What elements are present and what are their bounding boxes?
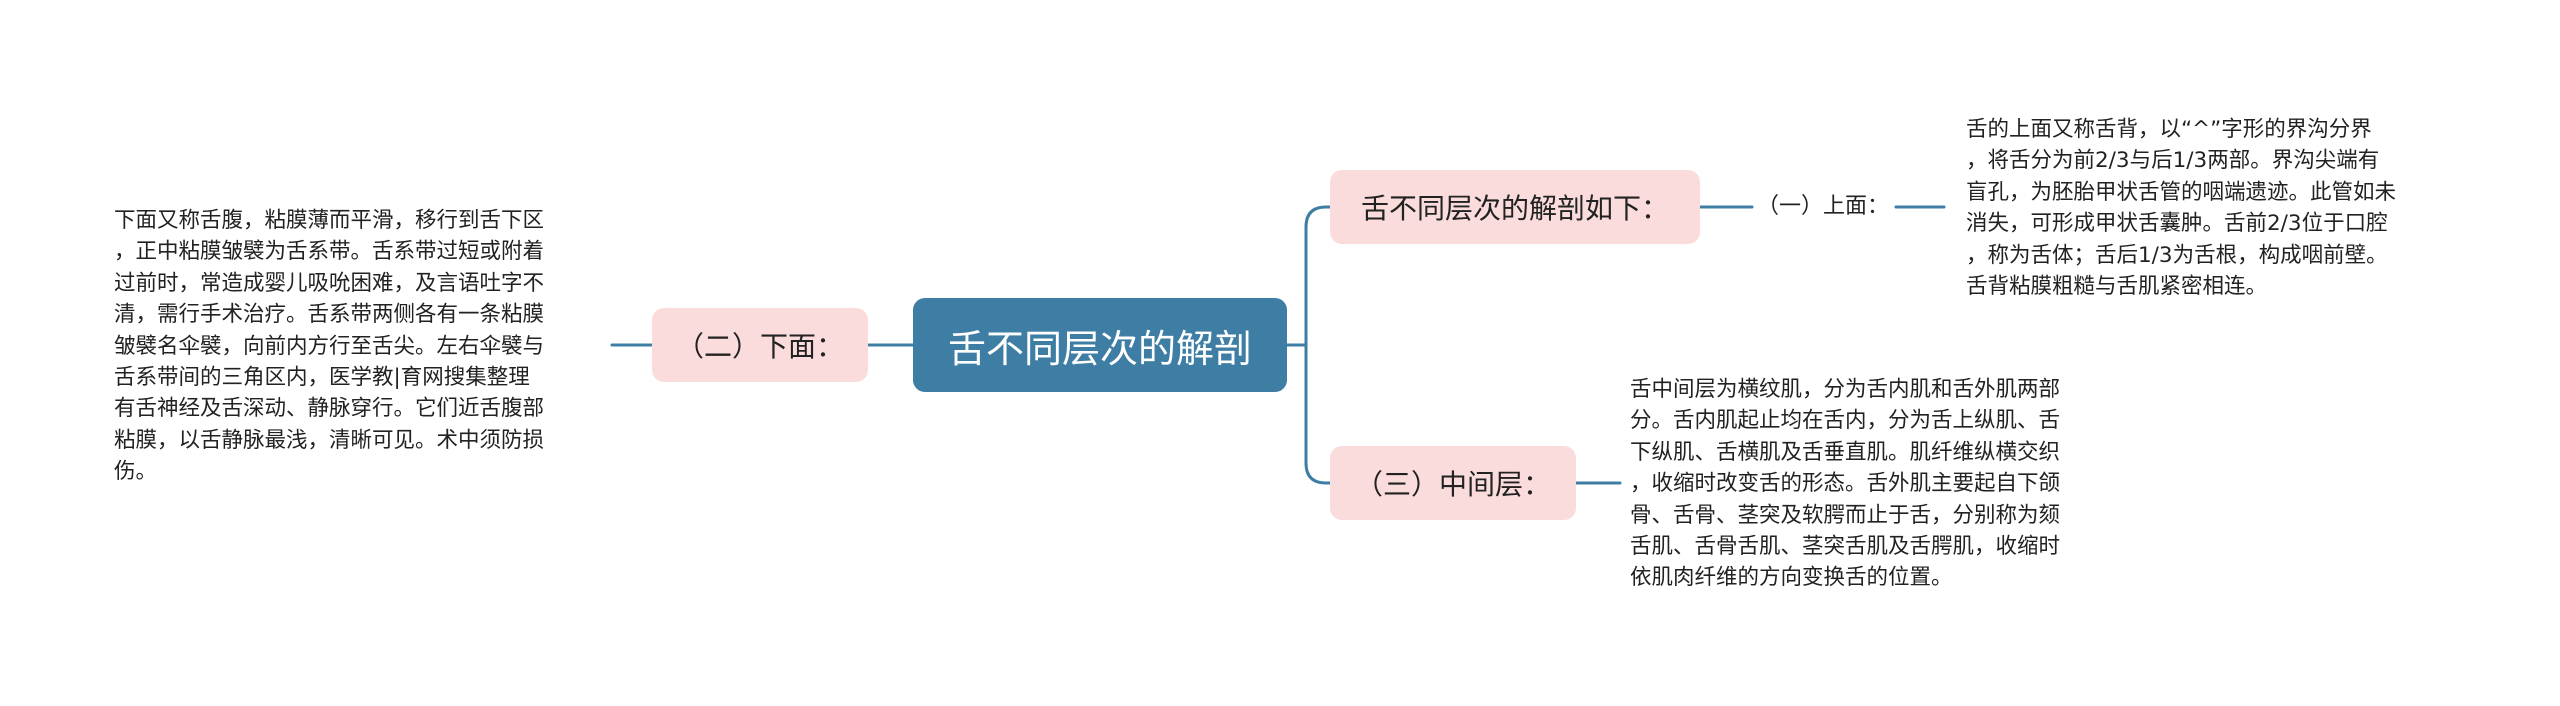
connector-root-mid — [1285, 343, 1332, 485]
root-label: 舌不同层次的解剖 — [947, 326, 1252, 371]
connector-root-top — [1285, 205, 1332, 347]
lower-surface-text: 下面又称舌腹，粘膜薄而平滑，移行到舌下区 ，正中粘膜皱襞为舌系带。舌系带过短或附… — [114, 208, 545, 485]
branch-node-anatomy-layers[interactable]: 舌不同层次的解剖如下： — [1330, 170, 1700, 244]
branch-node-lower-surface[interactable]: （二）下面： — [652, 308, 868, 382]
middle-layer-text: 舌中间层为横纹肌，分为舌内肌和舌外肌两部 分。舌内肌起止均在舌内，分为舌上纵肌、… — [1630, 377, 2061, 591]
upper-surface-text: 舌的上面又称舌背，以“^”字形的界沟分界 ，将舌分为前2/3与后1/3两部。界沟… — [1966, 117, 2397, 300]
branch-node-middle-layer[interactable]: （三）中间层： — [1330, 446, 1576, 520]
branch-label: （三）中间层： — [1354, 468, 1551, 501]
subnode-upper-surface[interactable]: （一）上面： — [1752, 191, 1894, 223]
root-node[interactable]: 舌不同层次的解剖 — [913, 298, 1287, 392]
branch-label: （二）下面： — [675, 330, 844, 363]
subnode-label: （一）上面： — [1756, 194, 1889, 219]
branch-label: 舌不同层次的解剖如下： — [1360, 192, 1669, 225]
